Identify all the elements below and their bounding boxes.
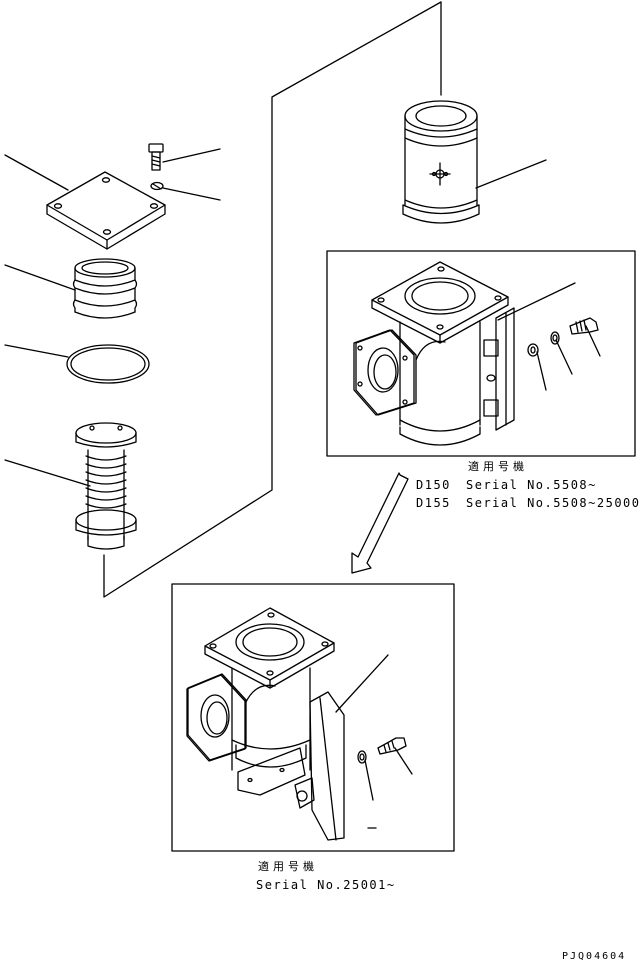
applicable-lower-heading: 適用号機 xyxy=(258,860,318,873)
leader-lines xyxy=(4,148,601,801)
drawing-code: PJQ04604 xyxy=(562,951,627,962)
housing-upper xyxy=(353,261,515,446)
tube-mark xyxy=(429,162,451,186)
direction-arrow xyxy=(351,472,409,574)
tube xyxy=(402,100,480,224)
washer-lower xyxy=(357,750,367,764)
nut-upper xyxy=(527,343,539,357)
bellows xyxy=(75,422,137,550)
bolt-left xyxy=(148,143,164,171)
applicable-upper-row1-serial: Serial No.5508~ xyxy=(466,478,597,492)
o-ring xyxy=(66,344,150,384)
applicable-lower-serial: Serial No.25001~ xyxy=(256,878,396,892)
applicable-upper-row2-serial: Serial No.5508~25000 xyxy=(466,496,641,510)
bolt-lower xyxy=(377,737,407,755)
assembly-connector-lines xyxy=(103,1,442,598)
washer-upper xyxy=(550,331,560,345)
cover-plate xyxy=(46,171,166,250)
inset-frame-upper xyxy=(326,250,636,457)
rubber-cup xyxy=(72,258,138,319)
housing-lower xyxy=(186,607,345,841)
applicable-upper-heading: 適用号機 xyxy=(468,460,528,473)
applicable-upper-row1-model: D150 xyxy=(416,478,451,492)
bolt-upper xyxy=(569,317,599,335)
inset-frame-lower xyxy=(171,583,455,852)
lock-washer-left xyxy=(150,181,164,191)
applicable-upper-row2-model: D155 xyxy=(416,496,451,510)
